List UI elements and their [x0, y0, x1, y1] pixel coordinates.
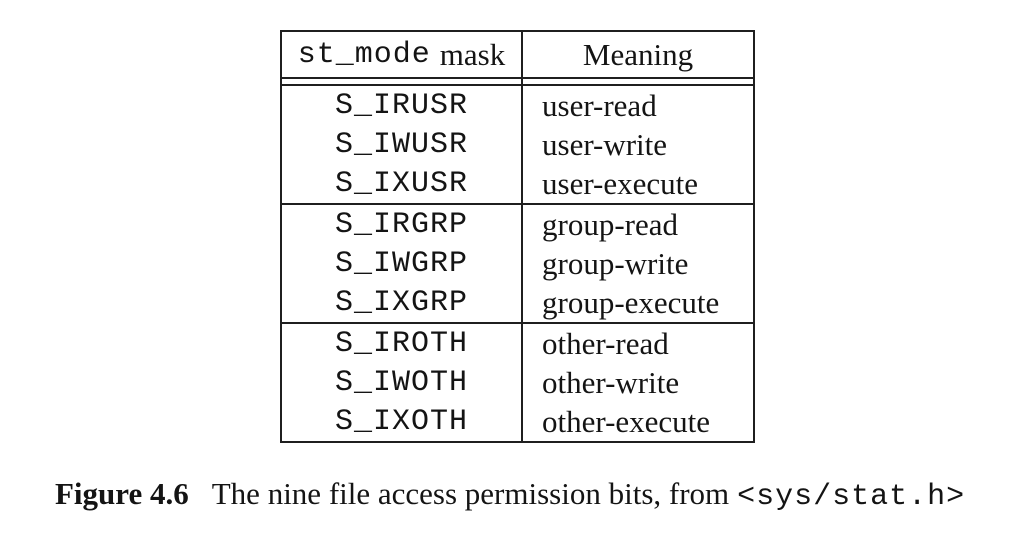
- mask-cell: S_IXOTH: [282, 402, 523, 441]
- mask-cell: S_IROTH: [282, 324, 523, 363]
- meaning-cell: other-execute: [542, 403, 711, 439]
- meaning-cell: other-read: [542, 325, 669, 361]
- meaning-cell: user-write: [542, 126, 668, 162]
- meaning-cell: group-execute: [542, 284, 720, 320]
- meaning-cell: user-read: [542, 87, 657, 123]
- mask-label-text: mask: [439, 36, 506, 72]
- group-permissions-group: S_IRGRP group-read S_IWGRP group-write S…: [282, 203, 753, 322]
- meaning-cell: other-write: [542, 364, 680, 400]
- mask-cell: S_IWGRP: [282, 244, 523, 283]
- table-row: S_IXOTH other-execute: [282, 402, 753, 441]
- meaning-cell: group-write: [542, 245, 689, 281]
- st-mode-code-text: st_mode: [297, 37, 431, 72]
- mask-cell: S_IXUSR: [282, 164, 523, 203]
- meaning-cell: user-execute: [542, 165, 698, 201]
- table-row: S_IROTH other-read: [282, 324, 753, 363]
- table-row: S_IWUSR user-write: [282, 125, 753, 164]
- header-cell-meaning: Meaning: [582, 36, 694, 72]
- mask-cell: S_IWOTH: [282, 363, 523, 402]
- double-rule-left-segment: [282, 79, 523, 84]
- mask-cell: S_IRUSR: [282, 86, 523, 125]
- meaning-cell: group-read: [542, 206, 678, 242]
- table-row: S_IXGRP group-execute: [282, 283, 753, 322]
- mask-cell: S_IRGRP: [282, 205, 523, 244]
- table-row: S_IWOTH other-write: [282, 363, 753, 402]
- mask-cell: S_IWUSR: [282, 125, 523, 164]
- caption-text: The nine file access permission bits, fr…: [211, 476, 730, 511]
- table-row: S_IRGRP group-read: [282, 205, 753, 244]
- table-row: S_IRUSR user-read: [282, 86, 753, 125]
- figure-number-label: Figure 4.6: [55, 476, 189, 511]
- header-cell-st-mode-mask: st_mode mask: [282, 32, 523, 77]
- caption-header-filename: <sys/stat.h>: [737, 480, 966, 514]
- other-permissions-group: S_IROTH other-read S_IWOTH other-write S…: [282, 322, 753, 441]
- figure-caption: Figure 4.6 The nine file access permissio…: [55, 476, 1015, 514]
- table-header-row: st_mode mask Meaning: [282, 32, 753, 79]
- table-row: S_IXUSR user-execute: [282, 164, 753, 203]
- mask-cell: S_IXGRP: [282, 283, 523, 322]
- user-permissions-group: S_IRUSR user-read S_IWUSR user-write S_I…: [282, 86, 753, 203]
- permission-bits-table: st_mode mask Meaning S_IRUSR user-read S…: [280, 30, 755, 443]
- header-double-rule: [282, 79, 753, 86]
- table-row: S_IWGRP group-write: [282, 244, 753, 283]
